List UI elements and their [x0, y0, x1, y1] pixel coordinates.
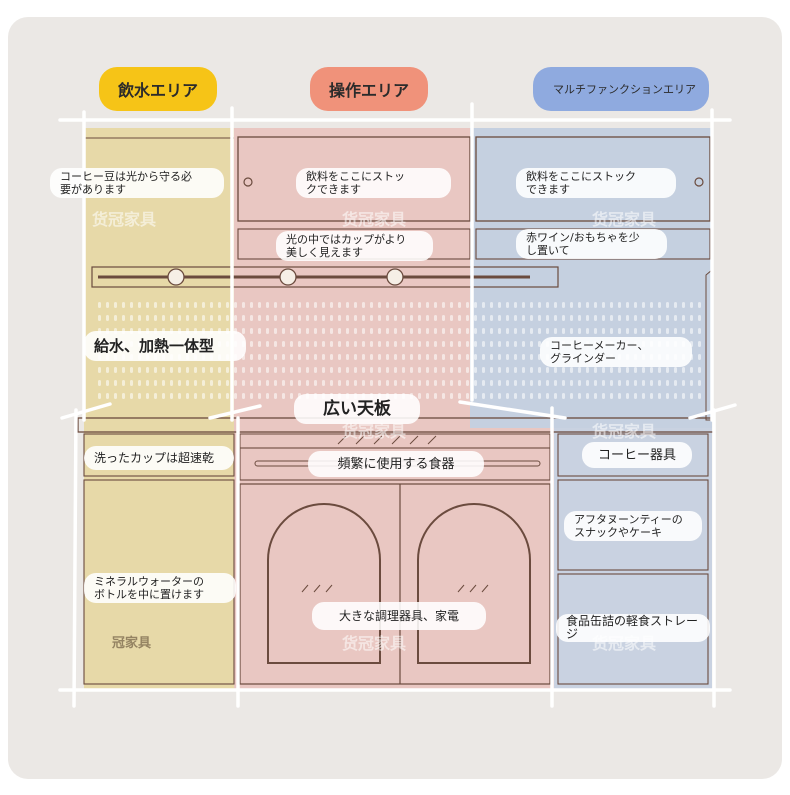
watermark: 货冠家具 [342, 210, 407, 229]
annotation-quick-dry: 洗ったカップは超速乾 [84, 446, 234, 470]
annotation-appliances: 大きな調理器具、家電 [312, 602, 486, 630]
upper-cabinet-right [475, 136, 711, 222]
annotation-mineral-water: ミネラルウォーターの ボトルを中に置けます [84, 573, 236, 603]
annotation-light-cups: 光の中ではカップがより 美しく見えます [276, 231, 433, 261]
annotation-wine-toys: 赤ワイン/おもちゃを少 し置いて [516, 229, 667, 259]
watermark: 货冠家具 [92, 210, 157, 229]
socket [167, 268, 185, 286]
annotation-afternoon-tea: アフタヌーンティーの スナックやケーキ [564, 511, 702, 541]
watermark: 货冠家具 [592, 210, 657, 229]
annotation-water-heat: 給水、加熱一体型 [84, 331, 246, 361]
multi-zone-lower [554, 428, 712, 690]
annotation-coffee-ware: コーヒー器具 [582, 442, 692, 468]
annotation-frequent-dishes: 頻繁に使用する食器 [308, 451, 484, 477]
socket [386, 268, 404, 286]
watermark: 货冠家具 [342, 634, 407, 653]
socket-rail [91, 266, 559, 288]
zone-pill-multi: マルチファンクションエリア [533, 67, 709, 111]
socket [279, 268, 297, 286]
annotation-stock-right: 飲料をここにストック できます [516, 168, 676, 198]
glass-door-right [417, 503, 531, 664]
watermark: 货冠家具 [342, 422, 407, 441]
watermark: 冠家具 [112, 636, 152, 651]
annotation-stock-left: 飲料をここにストッ クできます [296, 168, 451, 198]
watermark: 货冠家具 [592, 422, 657, 441]
annotation-wide-top: 広い天板 [294, 394, 420, 424]
zone-pill-water: 飲水エリア [99, 67, 217, 111]
upper-cabinet-left [237, 136, 471, 222]
glass-door-left [267, 503, 381, 664]
zone-pill-operation: 操作エリア [310, 67, 428, 111]
annotation-coffee-beans: コーヒー豆は光から守る必 要があります [50, 168, 224, 198]
annotation-coffee-maker: コーヒーメーカー、 グラインダー [540, 337, 692, 367]
annotation-canned-food: 食品缶詰の軽食ストレージ [556, 614, 710, 642]
